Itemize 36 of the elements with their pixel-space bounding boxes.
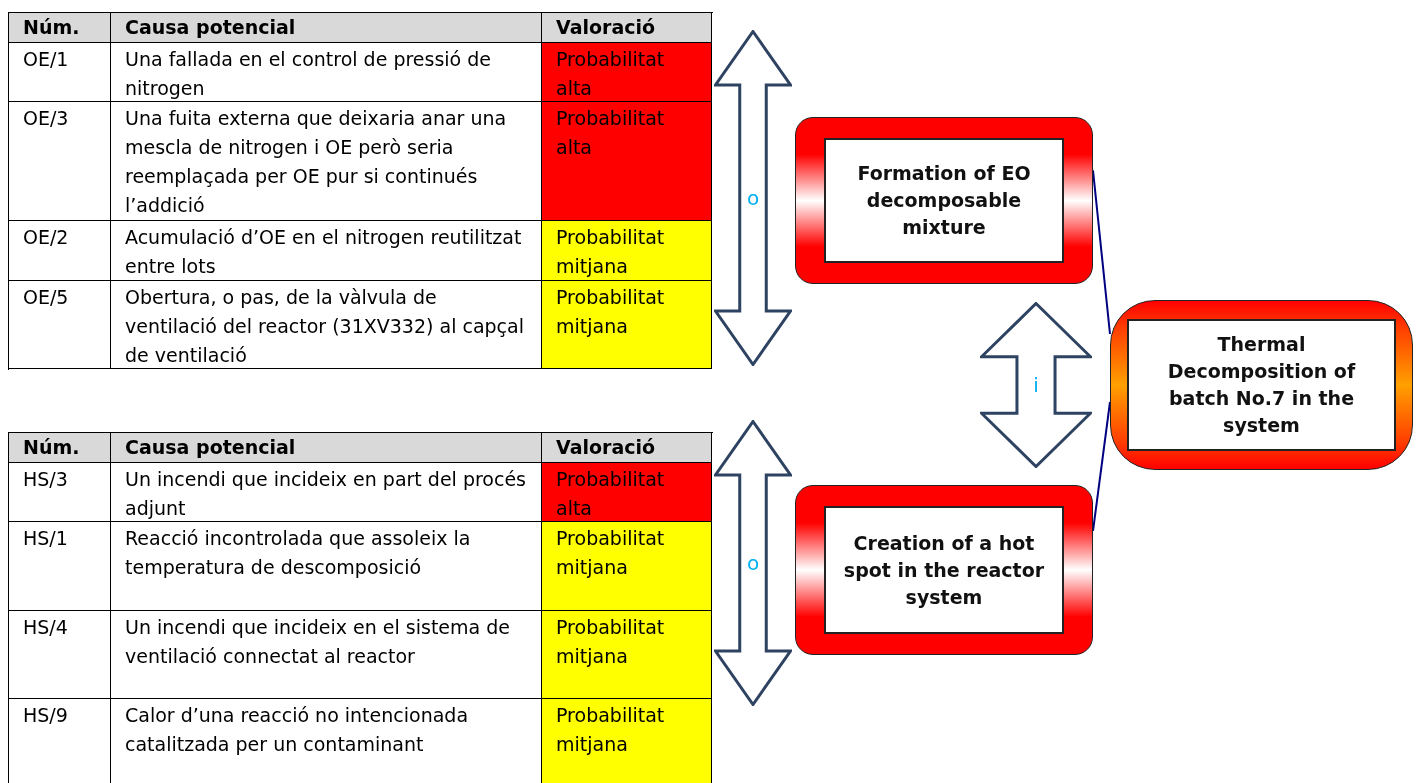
double-arrow-shape: [714, 30, 792, 366]
table-cell: OE/5: [9, 281, 111, 369]
table-cell: Probabilitat mitjana: [542, 522, 712, 611]
table-cell: Probabilitat mitjana: [542, 611, 712, 699]
event-box: [795, 485, 1093, 655]
gate-label: i: [1032, 374, 1040, 396]
table-cell: Probabilitat mitjana: [542, 281, 712, 369]
event-box: [795, 117, 1093, 284]
event-text: Creation of a hot spot in the reactor system: [824, 506, 1064, 634]
table-cell: Probabilitat mitjana: [542, 699, 712, 783]
table-cell: OE/1: [9, 43, 111, 102]
event-text: Formation of EO decomposable mixture: [824, 138, 1064, 263]
event-text: Thermal Decomposition of batch No.7 in the system: [1127, 319, 1396, 451]
column-header: Causa potencial: [111, 433, 542, 463]
gate-label: o: [745, 552, 761, 574]
column-header: Núm.: [9, 13, 111, 43]
gate-label: o: [745, 187, 761, 209]
column-header: Valoració: [542, 433, 712, 463]
column-header: Valoració: [542, 13, 712, 43]
table-cell: Probabilitat alta: [542, 463, 712, 522]
table-cell: HS/9: [9, 699, 111, 783]
connector-line: [1092, 169, 1111, 335]
double-arrow-shape: [714, 420, 792, 706]
table-cell: HS/3: [9, 463, 111, 522]
table-cell: HS/1: [9, 522, 111, 611]
connector-line: [1092, 401, 1111, 532]
event-box: [1110, 300, 1413, 470]
table-cell: Probabilitat mitjana: [542, 221, 712, 281]
table-cell: HS/4: [9, 611, 111, 699]
table-cell: Probabilitat alta: [542, 43, 712, 102]
column-header: Causa potencial: [111, 13, 542, 43]
table-cell: OE/2: [9, 221, 111, 281]
column-header: Núm.: [9, 433, 111, 463]
table-cell: OE/3: [9, 102, 111, 221]
double-arrow-shape: [980, 302, 1092, 468]
table-cell: Probabilitat alta: [542, 102, 712, 221]
